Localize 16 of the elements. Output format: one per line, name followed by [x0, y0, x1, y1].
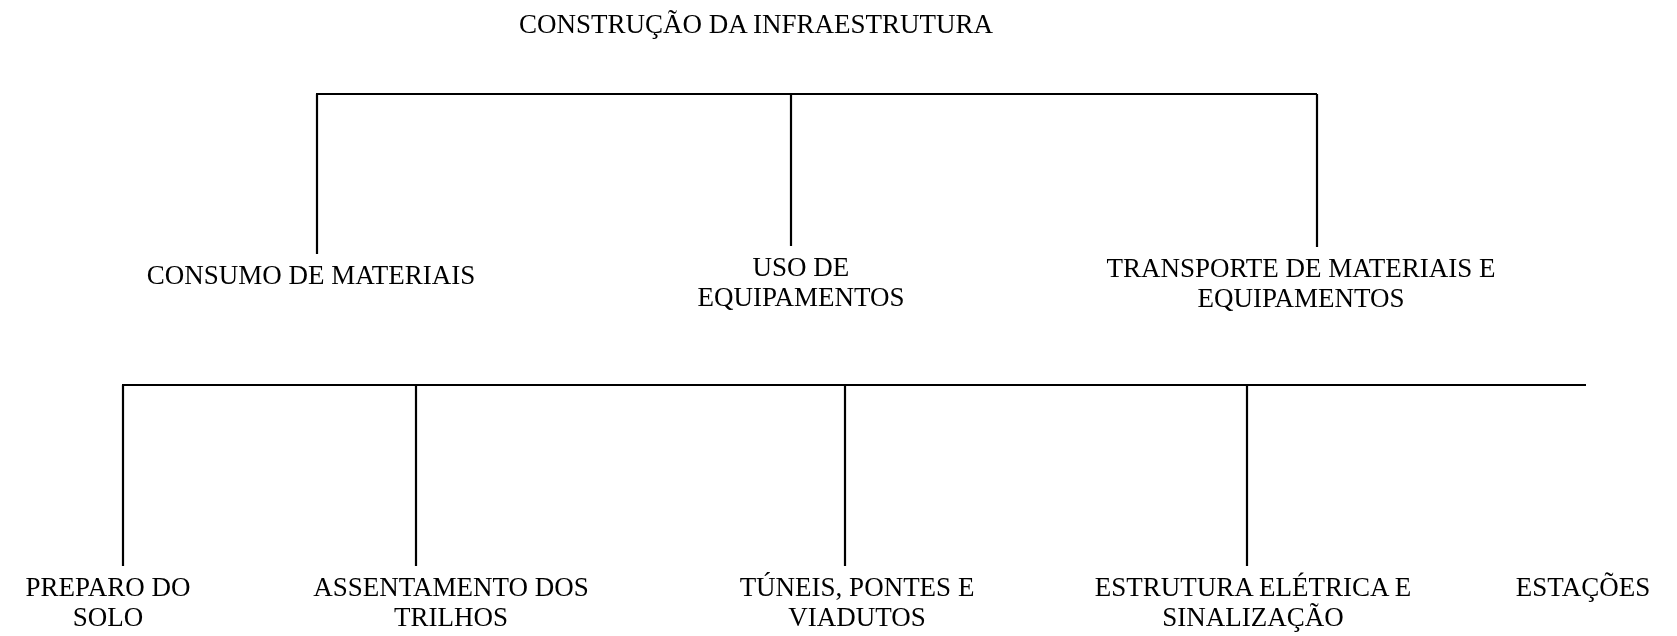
node-label: USO DE EQUIPAMENTOS: [676, 252, 926, 313]
node-label: CONSUMO DE MATERIAIS: [86, 260, 536, 291]
connector-line: [843, 385, 847, 566]
node-label: ESTAÇÕES: [1503, 572, 1663, 603]
node-label: TRANSPORTE DE MATERIAIS E EQUIPAMENTOS: [1051, 253, 1551, 314]
node-label: PREPARO DO SOLO: [2, 572, 214, 633]
node-label: TÚNEIS, PONTES E VIADUTOS: [702, 572, 1012, 633]
connector-line: [121, 385, 125, 566]
node-label: ESTRUTURA ELÉTRICA E SINALIZAÇÃO: [1088, 572, 1418, 633]
connector-line: [789, 94, 793, 246]
connector-line: [1245, 385, 1249, 566]
node-label: ASSENTAMENTO DOS TRILHOS: [273, 572, 629, 633]
connector-line: [315, 94, 319, 254]
connector-line: [414, 385, 418, 566]
diagram-title: CONSTRUÇÃO DA INFRAESTRUTURA: [517, 8, 995, 41]
connector-line: [1315, 94, 1319, 247]
